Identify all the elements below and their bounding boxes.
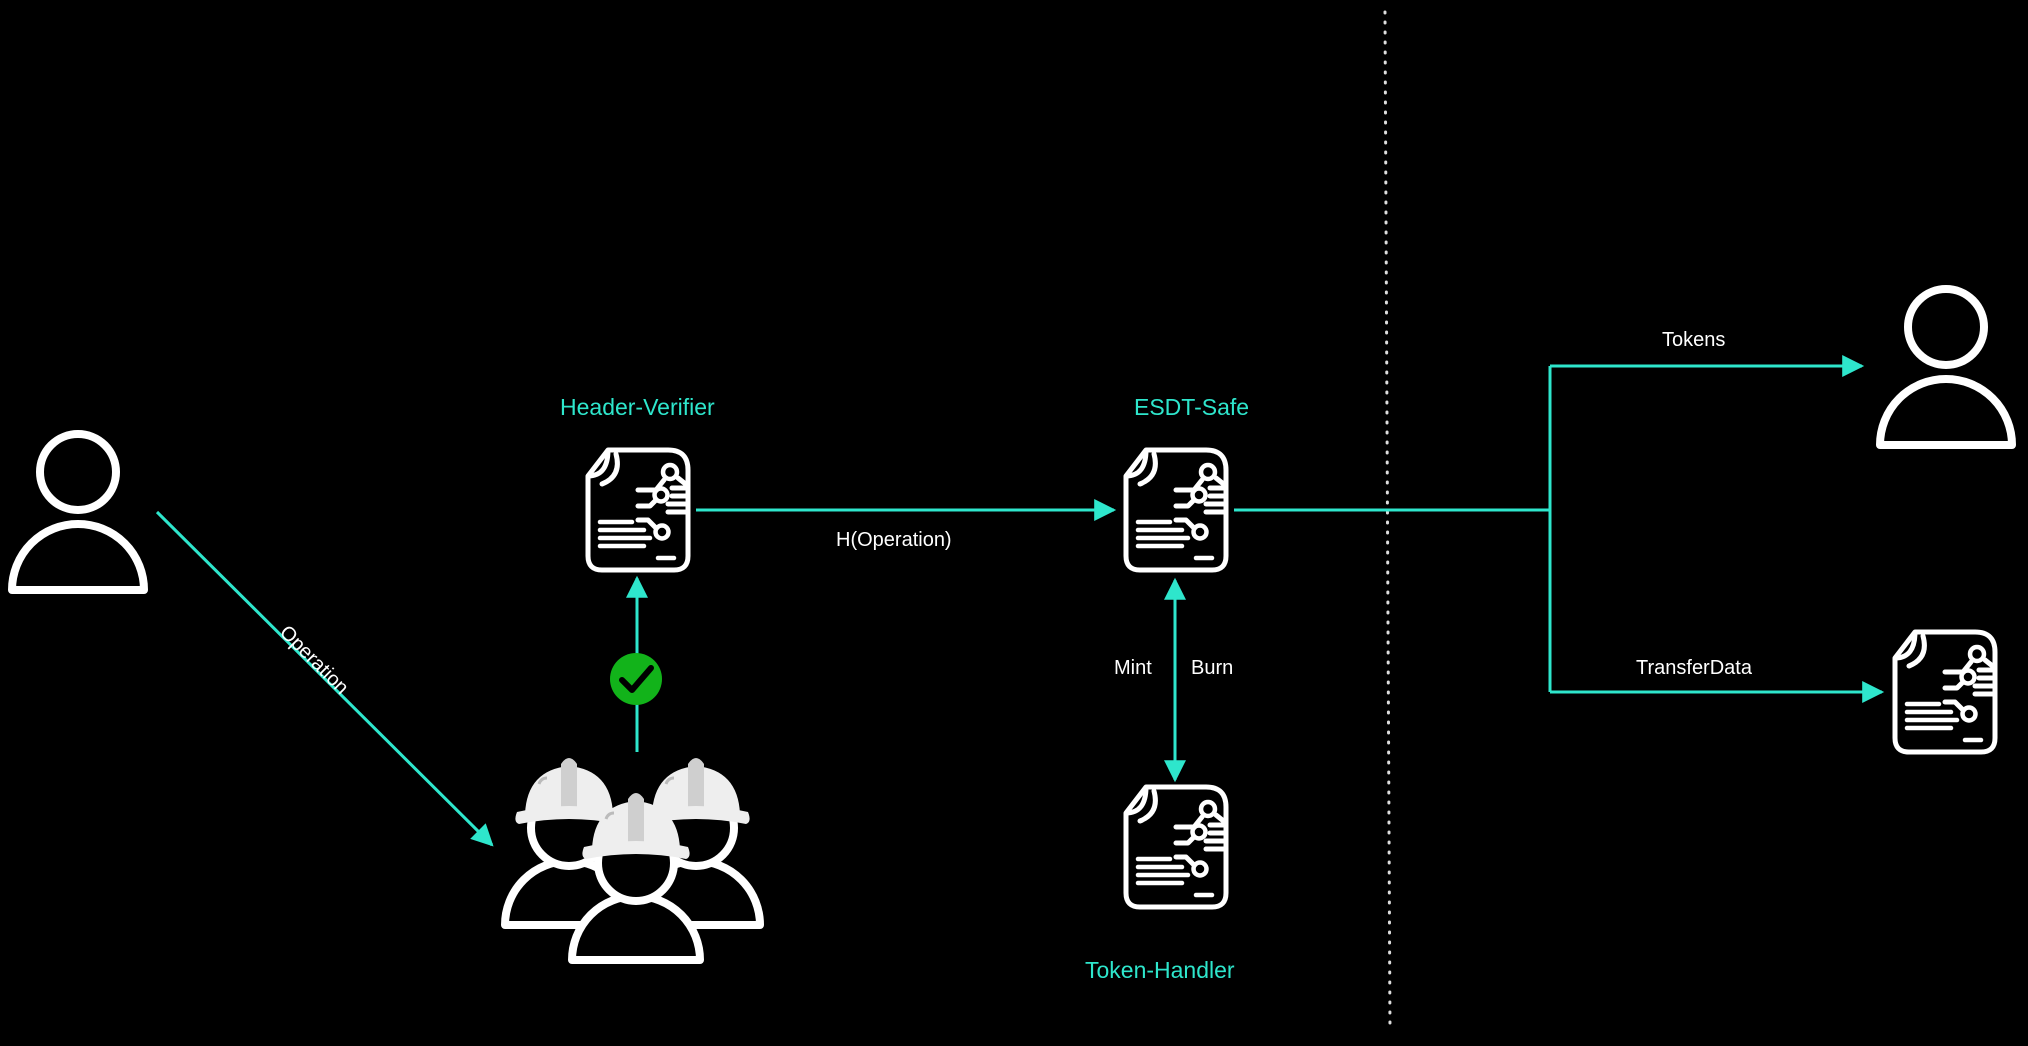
edge-operation <box>155 510 494 847</box>
validators-icon <box>505 758 760 960</box>
esdt-safe-label: ESDT-Safe <box>1134 394 1250 420</box>
header-verifier-label: Header-Verifier <box>560 394 715 420</box>
token-handler-icon <box>1126 787 1226 907</box>
transfer-data-label: TransferData <box>1636 657 1752 679</box>
esdt-safe-icon <box>1126 450 1226 570</box>
h-operation-label: H(Operation) <box>836 529 952 551</box>
tokens-label: Tokens <box>1662 329 1726 351</box>
receiver-user-icon <box>1880 289 2012 445</box>
check-icon <box>610 653 662 705</box>
token-handler-label: Token-Handler <box>1085 957 1235 983</box>
receiver-contract-icon <box>1895 632 1995 752</box>
edge-execute <box>1234 366 1552 692</box>
mint-label: Mint <box>1114 657 1152 679</box>
sender-user-icon <box>12 434 144 590</box>
burn-label: Burn <box>1191 657 1234 679</box>
header-verifier-icon <box>588 450 688 570</box>
domain-divider <box>1383 10 1392 1032</box>
